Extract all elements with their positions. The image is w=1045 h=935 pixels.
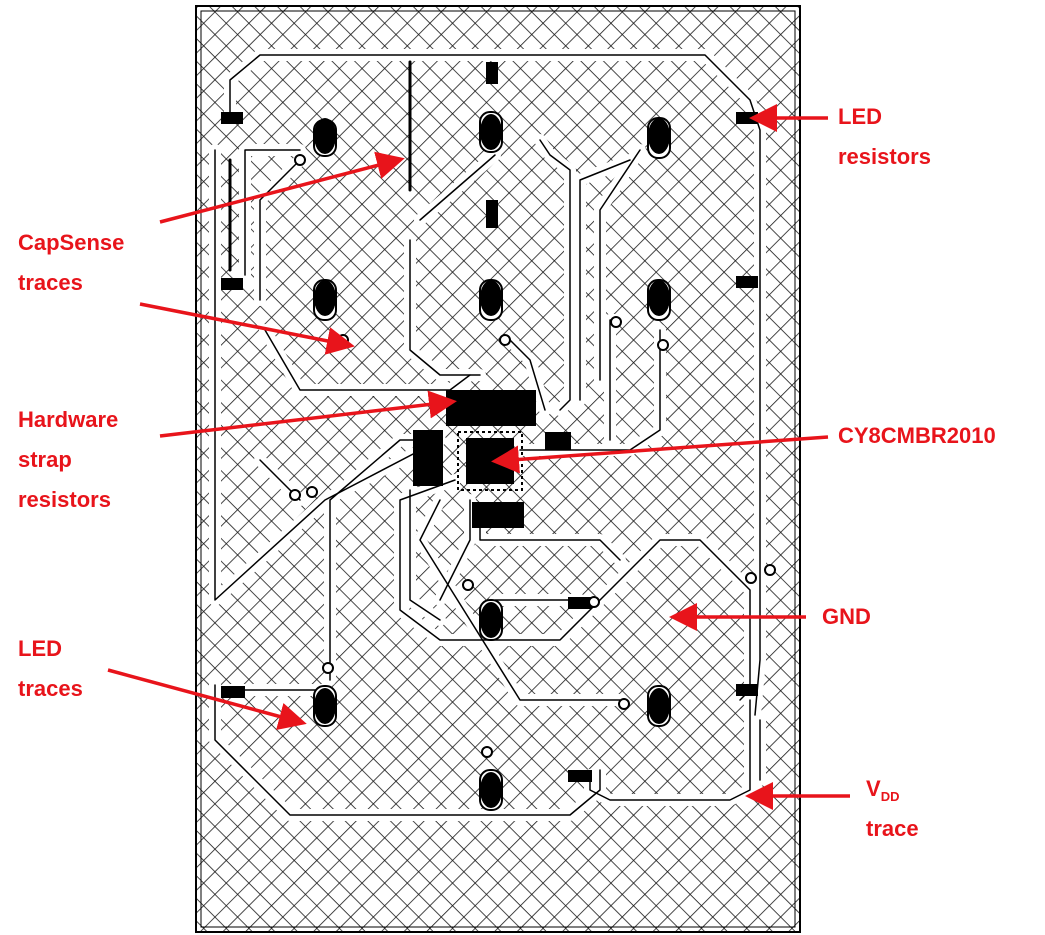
led-component <box>313 118 337 157</box>
via <box>745 572 757 584</box>
label-vdd-main: V <box>866 776 881 801</box>
resistor-pad <box>736 112 758 124</box>
label-led-resistors: LED resistors <box>838 104 931 169</box>
resistor-pad <box>221 686 245 698</box>
hardware-strap-resistor-array <box>413 390 571 528</box>
via <box>462 579 474 591</box>
resistor-pad <box>736 684 758 696</box>
resistor-pad <box>486 200 498 228</box>
led-component <box>313 685 337 727</box>
label-capsense-traces: CapSense traces <box>18 230 131 295</box>
led-component <box>479 599 503 641</box>
label-controller: CY8CMBR2010 <box>838 423 996 448</box>
arrow-capsense-traces-2 <box>139 302 355 355</box>
resistor-pad <box>486 62 498 84</box>
via <box>481 746 493 758</box>
led-component <box>647 279 671 321</box>
resistor-pads <box>221 62 758 782</box>
via <box>618 698 630 710</box>
via <box>306 486 318 498</box>
label-hardware-strap-resistors: Hardware strap resistors <box>18 407 124 512</box>
label-gnd: GND <box>822 604 871 629</box>
via <box>499 334 511 346</box>
led-component <box>647 685 671 727</box>
via <box>764 564 776 576</box>
annotation-labels: LED resistors CapSense traces Hardware s… <box>18 104 996 841</box>
resistor-pad <box>568 770 592 782</box>
via <box>289 489 301 501</box>
led-component <box>479 279 503 321</box>
via <box>610 316 622 328</box>
led-component <box>313 279 337 321</box>
label-vdd-subscript: DD <box>881 789 900 804</box>
led-component <box>647 117 671 159</box>
led-components <box>313 111 671 811</box>
resistor-pad <box>568 597 592 609</box>
label-led-traces: LED traces <box>18 636 83 701</box>
via <box>322 662 334 674</box>
resistor-pad <box>736 276 758 288</box>
resistor-pad <box>221 278 243 290</box>
via <box>588 596 600 608</box>
label-vdd-trace-line2: trace <box>866 816 919 841</box>
led-component <box>479 111 503 153</box>
resistor-pad <box>221 112 243 124</box>
via <box>294 154 306 166</box>
arrow-capsense-traces-1 <box>159 151 405 224</box>
arrow-controller <box>491 435 829 474</box>
arrow-led-traces <box>107 668 307 731</box>
led-component <box>479 769 503 811</box>
arrow-hardware-strap-resistors <box>159 390 457 438</box>
annotation-arrows <box>107 104 850 810</box>
via <box>657 339 669 351</box>
label-vdd-trace: VDD <box>866 776 899 804</box>
